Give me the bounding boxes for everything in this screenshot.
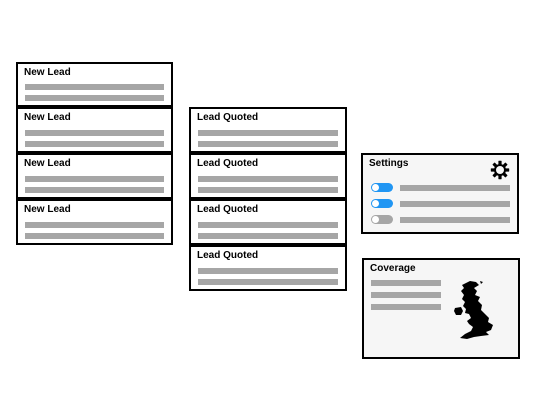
placeholder-line: [25, 130, 164, 136]
toggle-knob: [372, 216, 379, 223]
placeholder-line: [371, 304, 441, 310]
placeholder-line: [400, 185, 510, 191]
lead-quoted-card[interactable]: Lead Quoted: [189, 107, 347, 153]
toggle-switch[interactable]: [371, 183, 393, 192]
gear-icon[interactable]: [490, 160, 510, 180]
card-title: Lead Quoted: [197, 204, 259, 215]
card-title: New Lead: [24, 67, 71, 78]
placeholder-line: [198, 222, 338, 228]
placeholder-line: [198, 187, 338, 193]
toggle-knob: [372, 184, 379, 191]
toggle-switch[interactable]: [371, 199, 393, 208]
coverage-title: Coverage: [370, 263, 416, 274]
placeholder-line: [25, 222, 164, 228]
placeholder-line: [25, 187, 164, 193]
placeholder-line: [371, 292, 441, 298]
lead-quoted-card[interactable]: Lead Quoted: [189, 245, 347, 291]
placeholder-line: [25, 141, 164, 147]
lead-quoted-card[interactable]: Lead Quoted: [189, 153, 347, 199]
placeholder-line: [371, 280, 441, 286]
placeholder-line: [198, 233, 338, 239]
coverage-panel: Coverage: [362, 258, 520, 359]
card-title: Lead Quoted: [197, 112, 259, 123]
toggle-switch[interactable]: [371, 215, 393, 224]
placeholder-line: [400, 201, 510, 207]
placeholder-line: [198, 130, 338, 136]
placeholder-line: [25, 84, 164, 90]
placeholder-line: [25, 233, 164, 239]
card-title: New Lead: [24, 204, 71, 215]
new-lead-card[interactable]: New Lead: [16, 199, 173, 245]
settings-title: Settings: [369, 158, 409, 169]
settings-panel: Settings: [361, 153, 519, 234]
card-title: New Lead: [24, 112, 71, 123]
placeholder-line: [400, 217, 510, 223]
card-title: Lead Quoted: [197, 250, 259, 261]
toggle-knob: [372, 200, 379, 207]
new-lead-card[interactable]: New Lead: [16, 62, 173, 107]
new-lead-card[interactable]: New Lead: [16, 107, 173, 153]
placeholder-line: [25, 176, 164, 182]
placeholder-line: [198, 176, 338, 182]
card-title: New Lead: [24, 158, 71, 169]
placeholder-line: [25, 95, 164, 101]
placeholder-line: [198, 141, 338, 147]
placeholder-line: [198, 279, 338, 285]
uk-map-icon: [452, 280, 498, 340]
lead-quoted-card[interactable]: Lead Quoted: [189, 199, 347, 245]
card-title: Lead Quoted: [197, 158, 259, 169]
placeholder-line: [198, 268, 338, 274]
new-lead-card[interactable]: New Lead: [16, 153, 173, 199]
